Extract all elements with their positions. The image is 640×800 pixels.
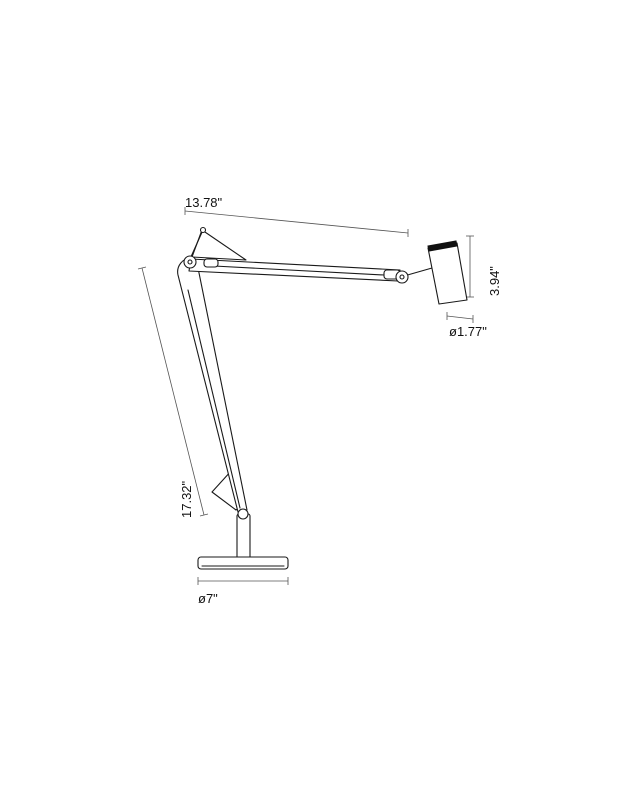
label-base-diameter: ø7" xyxy=(198,591,218,606)
label-arm-length: 13.78" xyxy=(185,195,223,210)
lamp-stem xyxy=(236,508,251,561)
dimension-lower-arm-height: 17.32" xyxy=(137,266,209,518)
label-lower-arm-height: 17.32" xyxy=(179,480,194,518)
lamp-base xyxy=(197,556,289,570)
label-head-height: 3.94" xyxy=(487,266,502,296)
upper-arm xyxy=(188,258,401,282)
label-head-diameter: ø1.77" xyxy=(449,324,487,339)
head-joint xyxy=(395,267,433,284)
dimension-base-diameter: ø7" xyxy=(197,577,289,606)
lamp-head-band xyxy=(427,240,458,252)
dimension-arm-length: 13.78" xyxy=(184,195,409,237)
lamp-head xyxy=(427,240,468,305)
dimension-head-height: 3.94" xyxy=(466,235,502,298)
dimension-head-diameter: ø1.77" xyxy=(446,312,487,339)
lower-arm xyxy=(177,257,248,513)
shoulder-joint xyxy=(183,226,247,269)
